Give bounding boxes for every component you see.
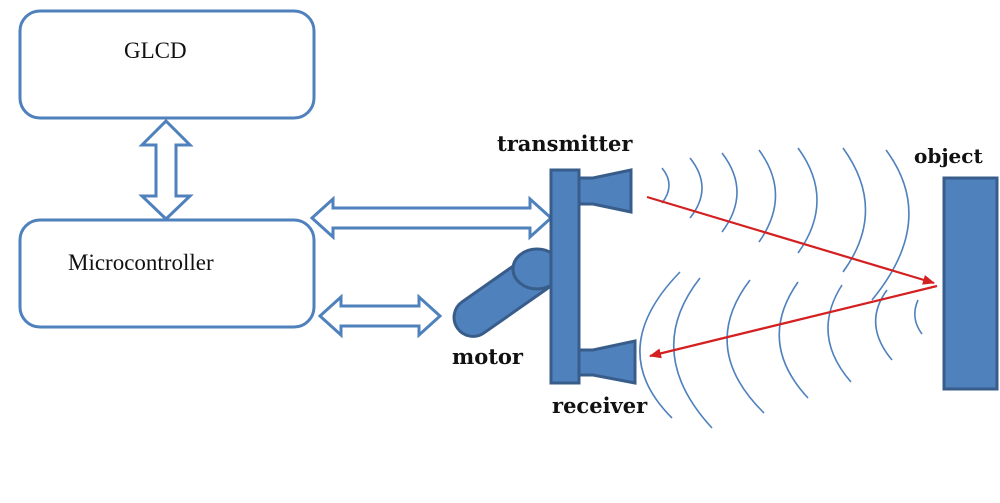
wave-icon <box>842 147 867 273</box>
microcontroller-label: Microcontroller <box>68 250 214 275</box>
glcd-box <box>18 9 316 120</box>
reflected-waves <box>639 271 923 429</box>
mcu-motor-double-arrow-icon <box>317 293 443 339</box>
wave-icon <box>914 299 923 335</box>
motor-label: motor <box>452 344 523 369</box>
wave-icon <box>661 167 670 204</box>
wave-icon <box>778 281 809 399</box>
sensor-bar <box>549 168 581 385</box>
wave-icon <box>871 149 910 301</box>
echo-signal-arrow-icon <box>649 284 938 359</box>
wave-icon <box>721 152 738 233</box>
glcd-mcu-double-arrow-icon <box>138 118 194 222</box>
receiver-transducer-icon <box>577 339 637 385</box>
object-block <box>942 176 999 391</box>
wave-icon <box>672 277 713 429</box>
transmit-signal-arrow-icon <box>646 195 935 285</box>
transmitted-waves <box>661 147 910 301</box>
transmitter-transducer-icon <box>577 168 633 214</box>
wave-icon <box>726 279 765 414</box>
receiver-label: receiver <box>552 393 648 418</box>
wave-icon <box>827 284 852 383</box>
wave-icon <box>797 147 818 254</box>
object-label: object <box>914 144 983 168</box>
wave-icon <box>758 149 777 243</box>
wave-icon <box>639 271 681 419</box>
wave-icon <box>689 157 703 219</box>
transmitter-label: transmitter <box>497 131 633 156</box>
wave-icon <box>874 289 893 361</box>
motor-icon <box>452 247 563 338</box>
glcd-label: GLCD <box>124 38 187 63</box>
mcu-transmitter-double-arrow-icon <box>309 195 554 241</box>
